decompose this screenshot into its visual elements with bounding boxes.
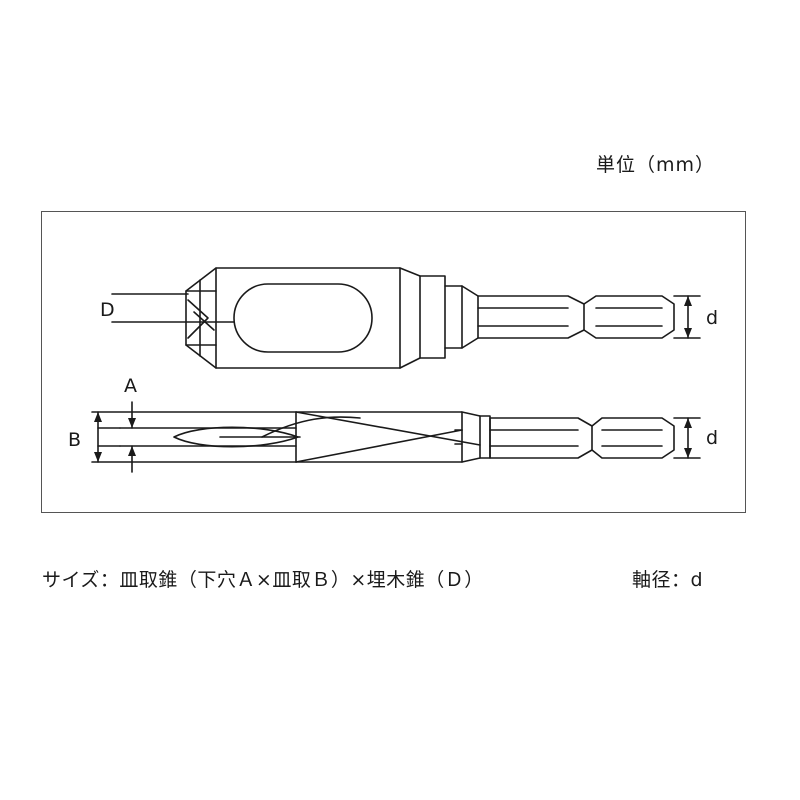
dimension-arrowheads — [94, 296, 692, 462]
label-a: A — [124, 375, 137, 397]
shaft-dimension-lines — [673, 295, 701, 459]
unit-label: 単位（mm） — [596, 154, 716, 176]
diagram-frame — [41, 211, 746, 513]
label-b: B — [68, 429, 81, 451]
countersink-drill-drawing — [91, 401, 675, 473]
label-d-upper-case: D — [100, 299, 115, 321]
plug-cutter-drawing — [111, 267, 675, 369]
label-d-top: d — [706, 307, 718, 329]
size-caption: サイズ：皿取錐（下穴Ａ×皿取Ｂ）×埋木錐（Ｄ） — [42, 569, 484, 591]
label-d-bottom: d — [706, 427, 718, 449]
shaft-caption: 軸径：d — [632, 569, 704, 591]
